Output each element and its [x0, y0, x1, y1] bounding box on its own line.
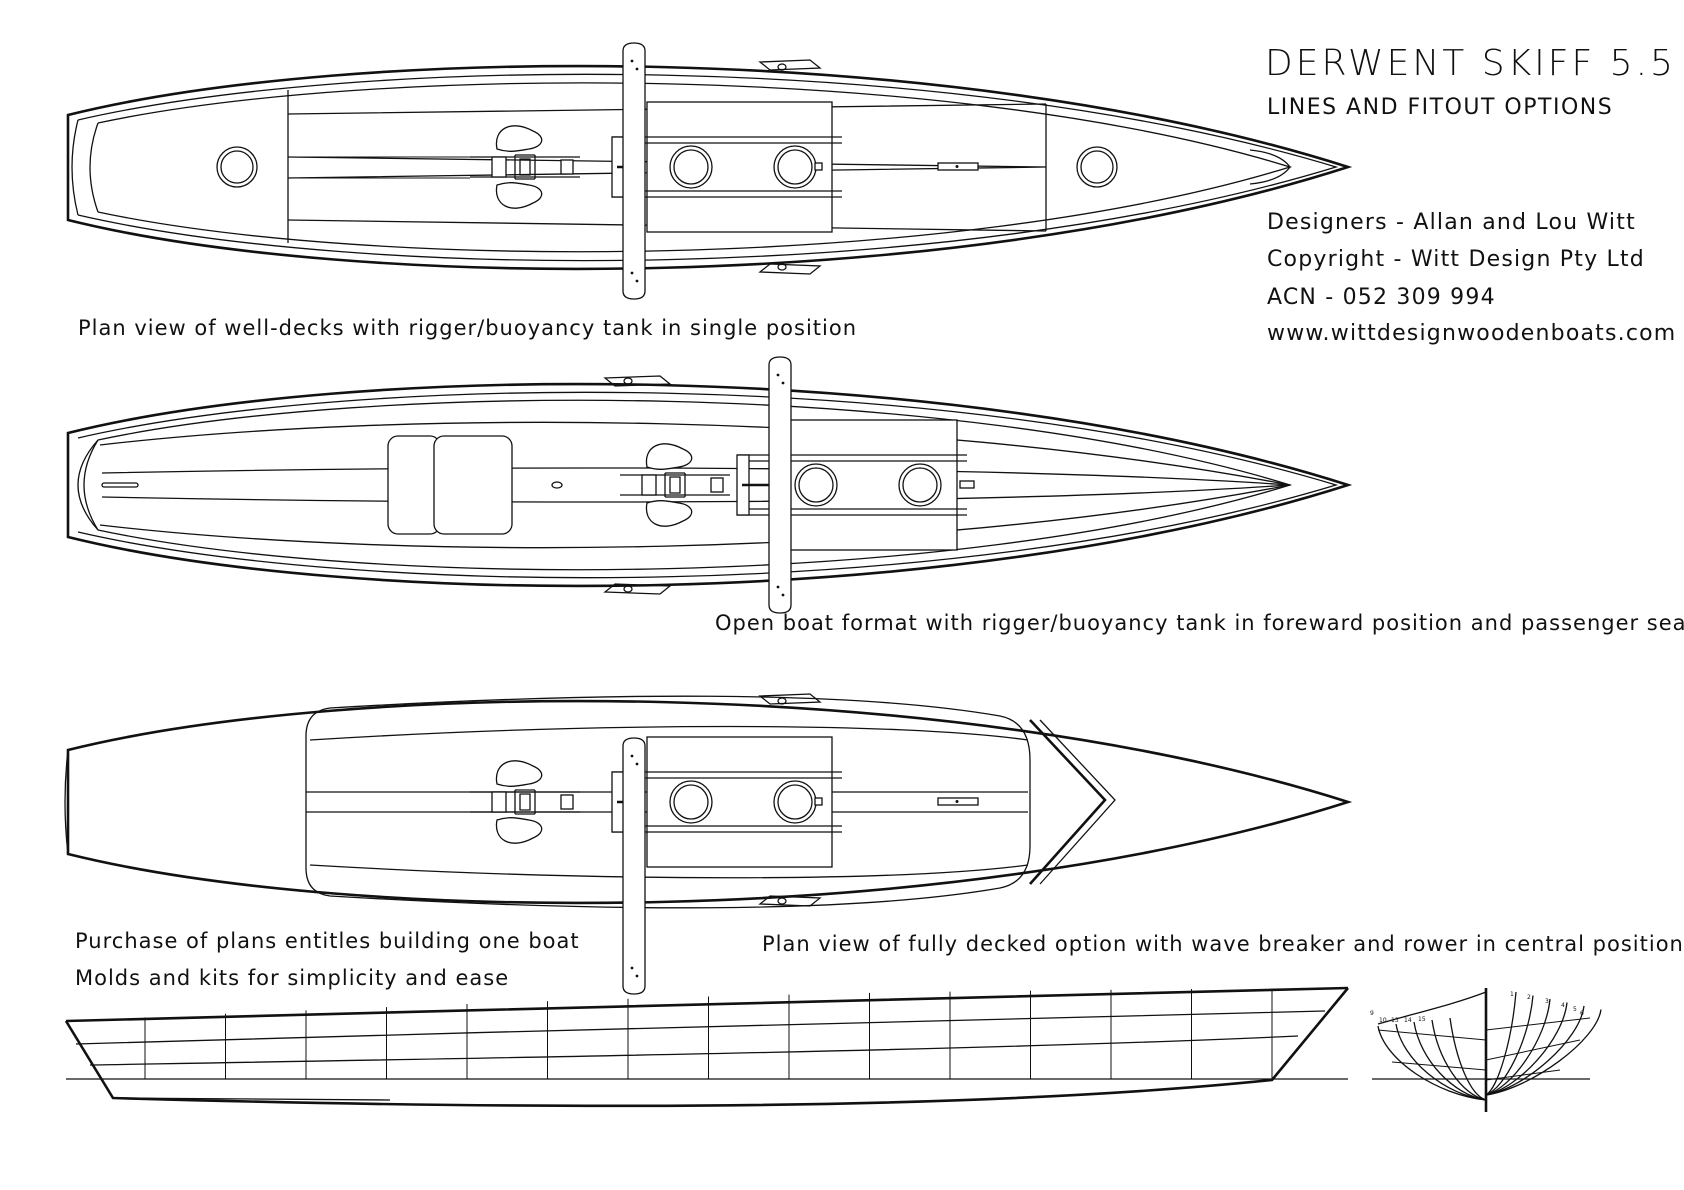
- station-label-2: 2: [1527, 994, 1531, 1001]
- station-label-4: 4: [1561, 1002, 1565, 1009]
- diagonal-line: [1485, 1017, 1591, 1081]
- note-purchase-terms: Purchase of plans entitles building one …: [75, 929, 580, 953]
- section-line: [1485, 995, 1534, 1096]
- drawing-subtitle: LINES AND FITOUT OPTIONS: [1267, 95, 1613, 120]
- buoyancy-tank: [610, 100, 844, 234]
- cockpit-coaming: [305, 695, 1031, 909]
- caption-open-boat: Open boat format with rigger/buoyancy ta…: [715, 611, 1684, 635]
- section-line: [1431, 1019, 1487, 1101]
- section-line: [1485, 1009, 1602, 1096]
- station-label-14: 14: [1404, 1017, 1412, 1024]
- acn-number: ACN - 052 309 994: [1267, 285, 1496, 310]
- copyright-notice: Copyright - Witt Design Pty Ltd: [1267, 247, 1645, 272]
- station-label-6: 6: [1580, 1010, 1584, 1017]
- section-line: [1485, 998, 1551, 1096]
- section-line: [1395, 1023, 1487, 1101]
- section-line: [1485, 1002, 1568, 1096]
- buoyancy-tank: [610, 735, 844, 869]
- website-link[interactable]: www.wittdesignwoodenboats.com: [1267, 321, 1676, 346]
- caption-fully-decked: Plan view of fully decked option with wa…: [762, 932, 1684, 956]
- sheerline: [65, 986, 1349, 1023]
- body-plan: 1 2 3 4 5 6 9 10 13 14 15: [1370, 988, 1602, 1112]
- rigger-beam: [622, 42, 646, 300]
- section-line: [1485, 991, 1517, 1096]
- hull-bottom: [64, 987, 1350, 1108]
- station-label-13: 13: [1391, 1017, 1399, 1024]
- station-label-10: 10: [1379, 1017, 1387, 1024]
- plan-view-well-decks: [66, 42, 1353, 300]
- plan-view-open-boat: [66, 356, 1353, 614]
- hull-outline: [66, 64, 1353, 271]
- section-line: [1485, 1005, 1585, 1096]
- station-label-1: 1: [1510, 991, 1514, 998]
- plan-view-fully-decked: [64, 693, 1353, 995]
- station-label-3: 3: [1545, 998, 1549, 1005]
- wave-breaker: [1029, 719, 1107, 885]
- designers-credit: Designers - Allan and Lou Witt: [1267, 210, 1636, 235]
- sheer-curve: [1377, 991, 1487, 1025]
- section-line: [1449, 1017, 1487, 1101]
- note-molds-kits: Molds and kits for simplicity and ease: [75, 966, 509, 990]
- caption-plan-single: Plan view of well-decks with rigger/buoy…: [78, 316, 857, 340]
- rigger-beam: [768, 356, 792, 614]
- hull-outline: [66, 699, 1353, 905]
- station-label-9: 9: [1370, 1010, 1374, 1017]
- drawing-title: DERWENT SKIFF 5.5: [1265, 43, 1676, 84]
- rigger-beam: [622, 737, 646, 995]
- profile-view: [64, 986, 1350, 1108]
- hull-outline: [66, 382, 1353, 588]
- station-label-15: 15: [1418, 1016, 1426, 1023]
- diagonal-line: [1377, 1029, 1487, 1071]
- station-label-5: 5: [1573, 1006, 1577, 1013]
